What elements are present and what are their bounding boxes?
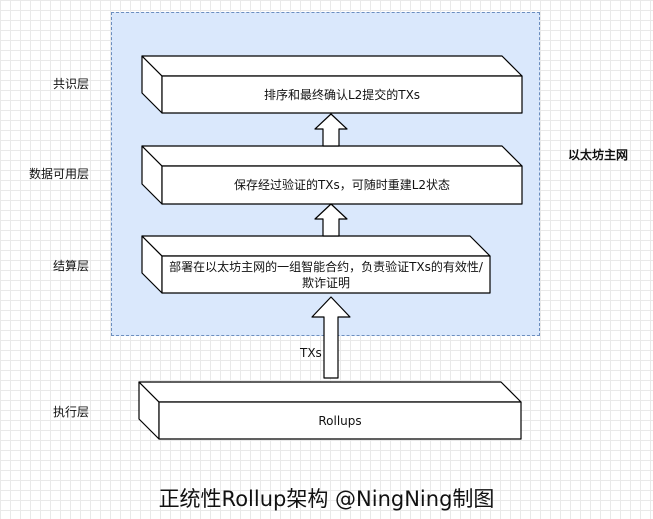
ethereum-mainnet-label: 以太坊主网 — [568, 148, 629, 162]
arrow-up-to-settlement — [311, 296, 351, 379]
settlement-block — [141, 235, 491, 294]
consensus-block — [141, 55, 523, 114]
consensus-block-text: 排序和最终确认L2提交的TXs — [263, 87, 421, 102]
execution-layer-label: 执行层 — [53, 405, 90, 419]
settlement-block-text: 部署在以太坊主网的一组智能合约，负责验证TXs的有效性/欺诈证明 — [169, 259, 483, 290]
execution-block-text: Rollups — [318, 413, 362, 428]
data-availability-layer-label: 数据可用层 — [29, 167, 90, 181]
data-availability-block — [141, 145, 523, 205]
execution-block — [138, 381, 522, 440]
arrow-up-to-consensus — [314, 113, 348, 147]
settlement-layer-label: 结算层 — [53, 259, 90, 273]
consensus-layer-label: 共识层 — [53, 77, 90, 91]
diagram-caption: 正统性Rollup架构 @NingNing制图 — [158, 487, 495, 511]
txs-label: TXs — [300, 346, 322, 360]
arrow-up-to-data-availability — [314, 203, 348, 237]
data-availability-block-text: 保存经过验证的TXs，可随时重建L2状态 — [233, 178, 451, 192]
